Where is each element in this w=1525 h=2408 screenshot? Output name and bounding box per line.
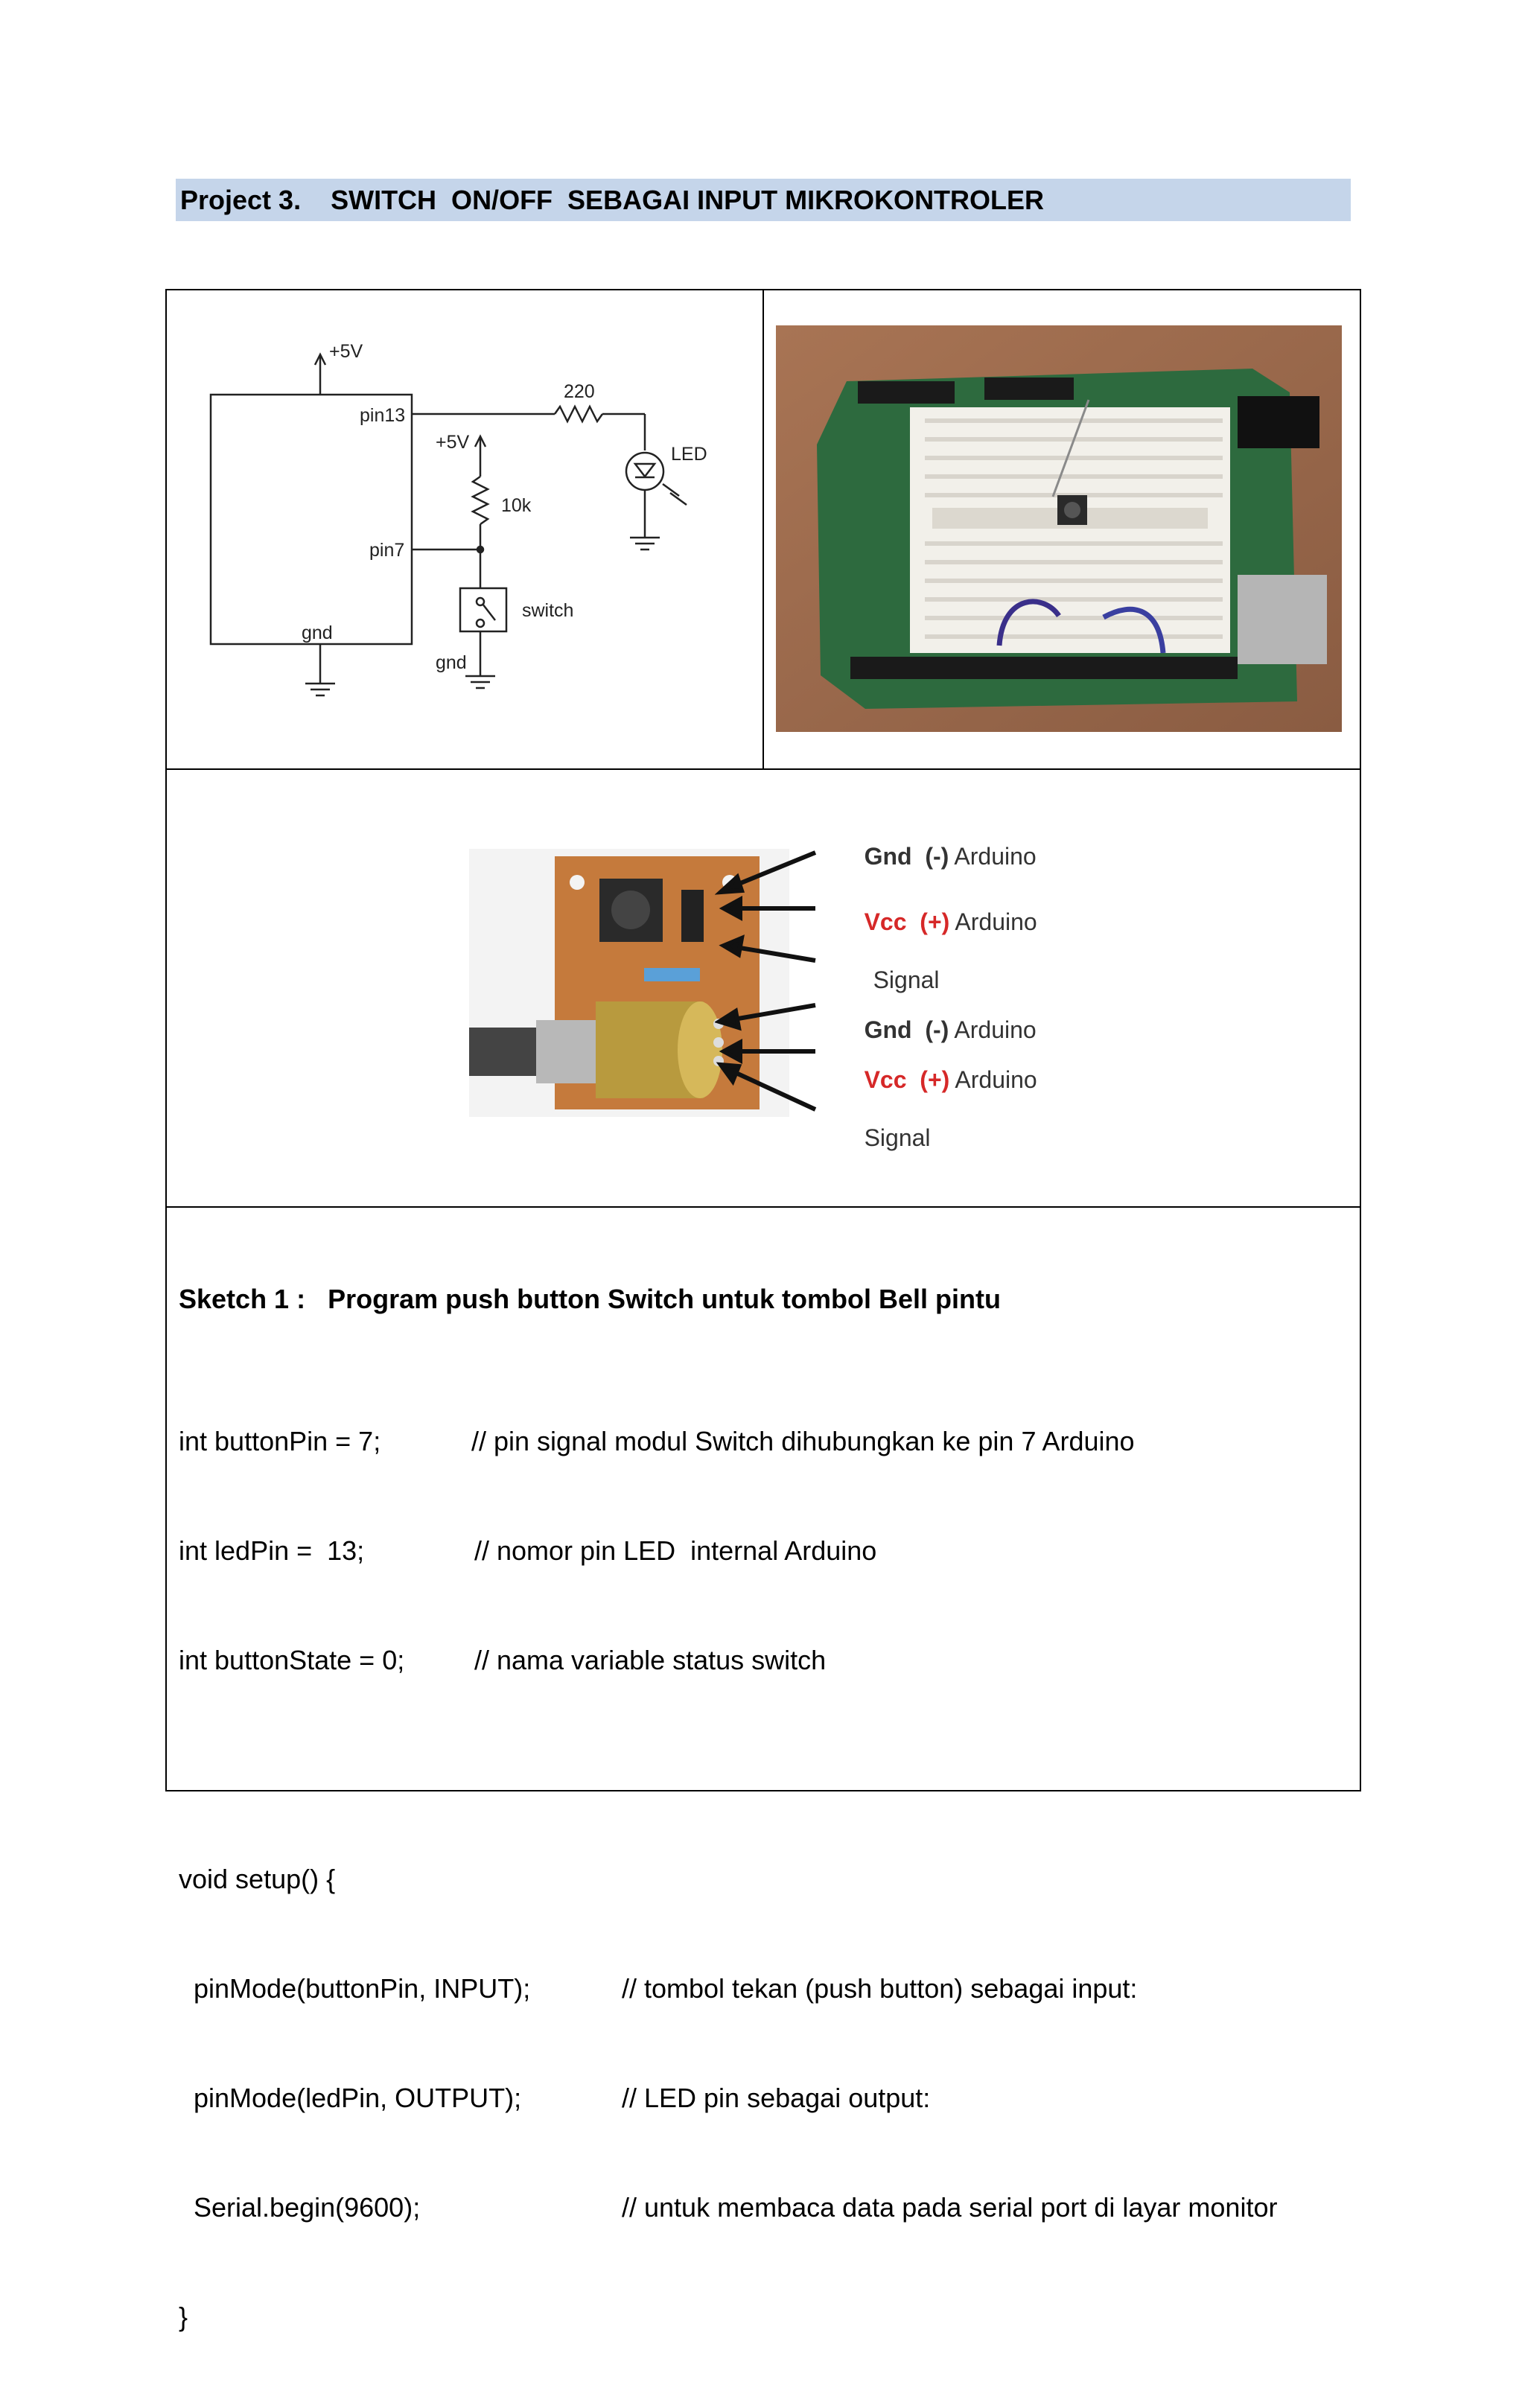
code-comment: // LED pin sebagai output: bbox=[622, 2083, 931, 2113]
code-text: int buttonPin = 7; bbox=[179, 1426, 381, 1456]
code-line: int buttonPin = 7; // pin signal modul S… bbox=[179, 1423, 1348, 1459]
label-pin7: pin7 bbox=[369, 540, 404, 561]
label-board: Arduino bbox=[955, 908, 1037, 935]
code-line: pinMode(buttonPin, INPUT); // tombol tek… bbox=[179, 1970, 1348, 2007]
label-pin13: pin13 bbox=[360, 405, 405, 426]
code-line: int buttonState = 0; // nama variable st… bbox=[179, 1642, 1348, 1678]
label-board: Arduino bbox=[954, 843, 1037, 870]
label-switch: switch bbox=[522, 600, 573, 621]
label-vcc: Vcc bbox=[864, 1066, 907, 1093]
module-label-vcc-2: Vcc (+) Arduino bbox=[838, 1039, 1037, 1121]
code-text: } bbox=[179, 2302, 188, 2332]
module-label-signal-1: Signal bbox=[847, 939, 940, 1022]
code-text: void setup() { bbox=[179, 1864, 336, 1894]
code-comment: // nomor pin LED internal Arduino bbox=[474, 1535, 877, 1566]
label-polarity: (-) bbox=[925, 843, 949, 870]
label-polarity: (+) bbox=[920, 1066, 950, 1093]
pin-arrows bbox=[715, 850, 817, 1112]
code-text: Serial.begin(9600); bbox=[179, 2192, 421, 2223]
label-board: Arduino bbox=[954, 1016, 1037, 1043]
module-label-vcc-1: Vcc (+) Arduino bbox=[838, 881, 1037, 963]
blank-line bbox=[179, 1751, 1348, 1788]
module-label-gnd-2: Gnd (-) Arduino bbox=[838, 989, 1037, 1071]
module-label-list: Gnd (-) Arduino Vcc (+) Arduino Signal G… bbox=[838, 815, 1136, 1151]
label-led: LED bbox=[671, 444, 707, 465]
circuit-schematic: +5V pin13 pin7 gnd +5V 220 LED 10k switc… bbox=[209, 341, 707, 697]
code-line: int ledPin = 13; // nomor pin LED intern… bbox=[179, 1532, 1348, 1569]
sketch-title: Sketch 1 : Program push button Switch un… bbox=[179, 1284, 1002, 1314]
label-signal: Signal bbox=[864, 1124, 931, 1151]
content-table bbox=[165, 289, 1361, 1791]
label-board: Arduino bbox=[955, 1066, 1037, 1093]
microcontroller-box bbox=[209, 393, 413, 646]
code-text: int ledPin = 13; bbox=[179, 1535, 365, 1566]
row-divider-2 bbox=[167, 1206, 1360, 1208]
label-vcc: Vcc bbox=[864, 908, 907, 935]
code-line: } bbox=[179, 2299, 1348, 2335]
code-comment: // tombol tekan (push button) sebagai in… bbox=[622, 1973, 1138, 2004]
code-text: int buttonState = 0; bbox=[179, 1645, 405, 1675]
label-5v-top: +5V bbox=[329, 341, 363, 362]
project-title: Project 3. SWITCH ON/OFF SEBAGAI INPUT M… bbox=[176, 179, 1351, 221]
label-signal: Signal bbox=[873, 966, 940, 993]
code-line: pinMode(ledPin, OUTPUT); // LED pin seba… bbox=[179, 2080, 1348, 2116]
label-resistor-10k: 10k bbox=[501, 495, 532, 516]
row-divider-1 bbox=[167, 768, 1360, 770]
code-comment: // untuk membaca data pada serial port d… bbox=[622, 2192, 1278, 2223]
label-polarity: (-) bbox=[925, 1016, 949, 1043]
label-polarity: (+) bbox=[920, 908, 950, 935]
module-label-signal-2: Signal bbox=[838, 1097, 931, 1179]
label-gnd: Gnd bbox=[864, 843, 912, 870]
code-line: void setup() { bbox=[179, 1861, 1348, 1897]
code-block: int buttonPin = 7; // pin signal modul S… bbox=[179, 1350, 1348, 2408]
code-comment: // pin signal modul Switch dihubungkan k… bbox=[471, 1426, 1135, 1456]
label-5v-mid: +5V bbox=[436, 432, 470, 453]
column-divider bbox=[762, 290, 764, 768]
label-gnd-left: gnd bbox=[302, 622, 333, 643]
code-comment: // nama variable status switch bbox=[474, 1645, 827, 1675]
module-label-gnd-1: Gnd (-) Arduino bbox=[838, 815, 1037, 898]
code-text: pinMode(ledPin, OUTPUT); bbox=[179, 2083, 522, 2113]
code-line: Serial.begin(9600); // untuk membaca dat… bbox=[179, 2189, 1348, 2226]
sketch-section: Sketch 1 : Program push button Switch un… bbox=[179, 1277, 1348, 2408]
arduino-breadboard-photo bbox=[776, 325, 1342, 732]
label-resistor-220: 220 bbox=[564, 381, 595, 402]
code-text: pinMode(buttonPin, INPUT); bbox=[179, 1973, 531, 2004]
label-gnd-switch: gnd bbox=[436, 652, 467, 673]
label-gnd: Gnd bbox=[864, 1016, 912, 1043]
